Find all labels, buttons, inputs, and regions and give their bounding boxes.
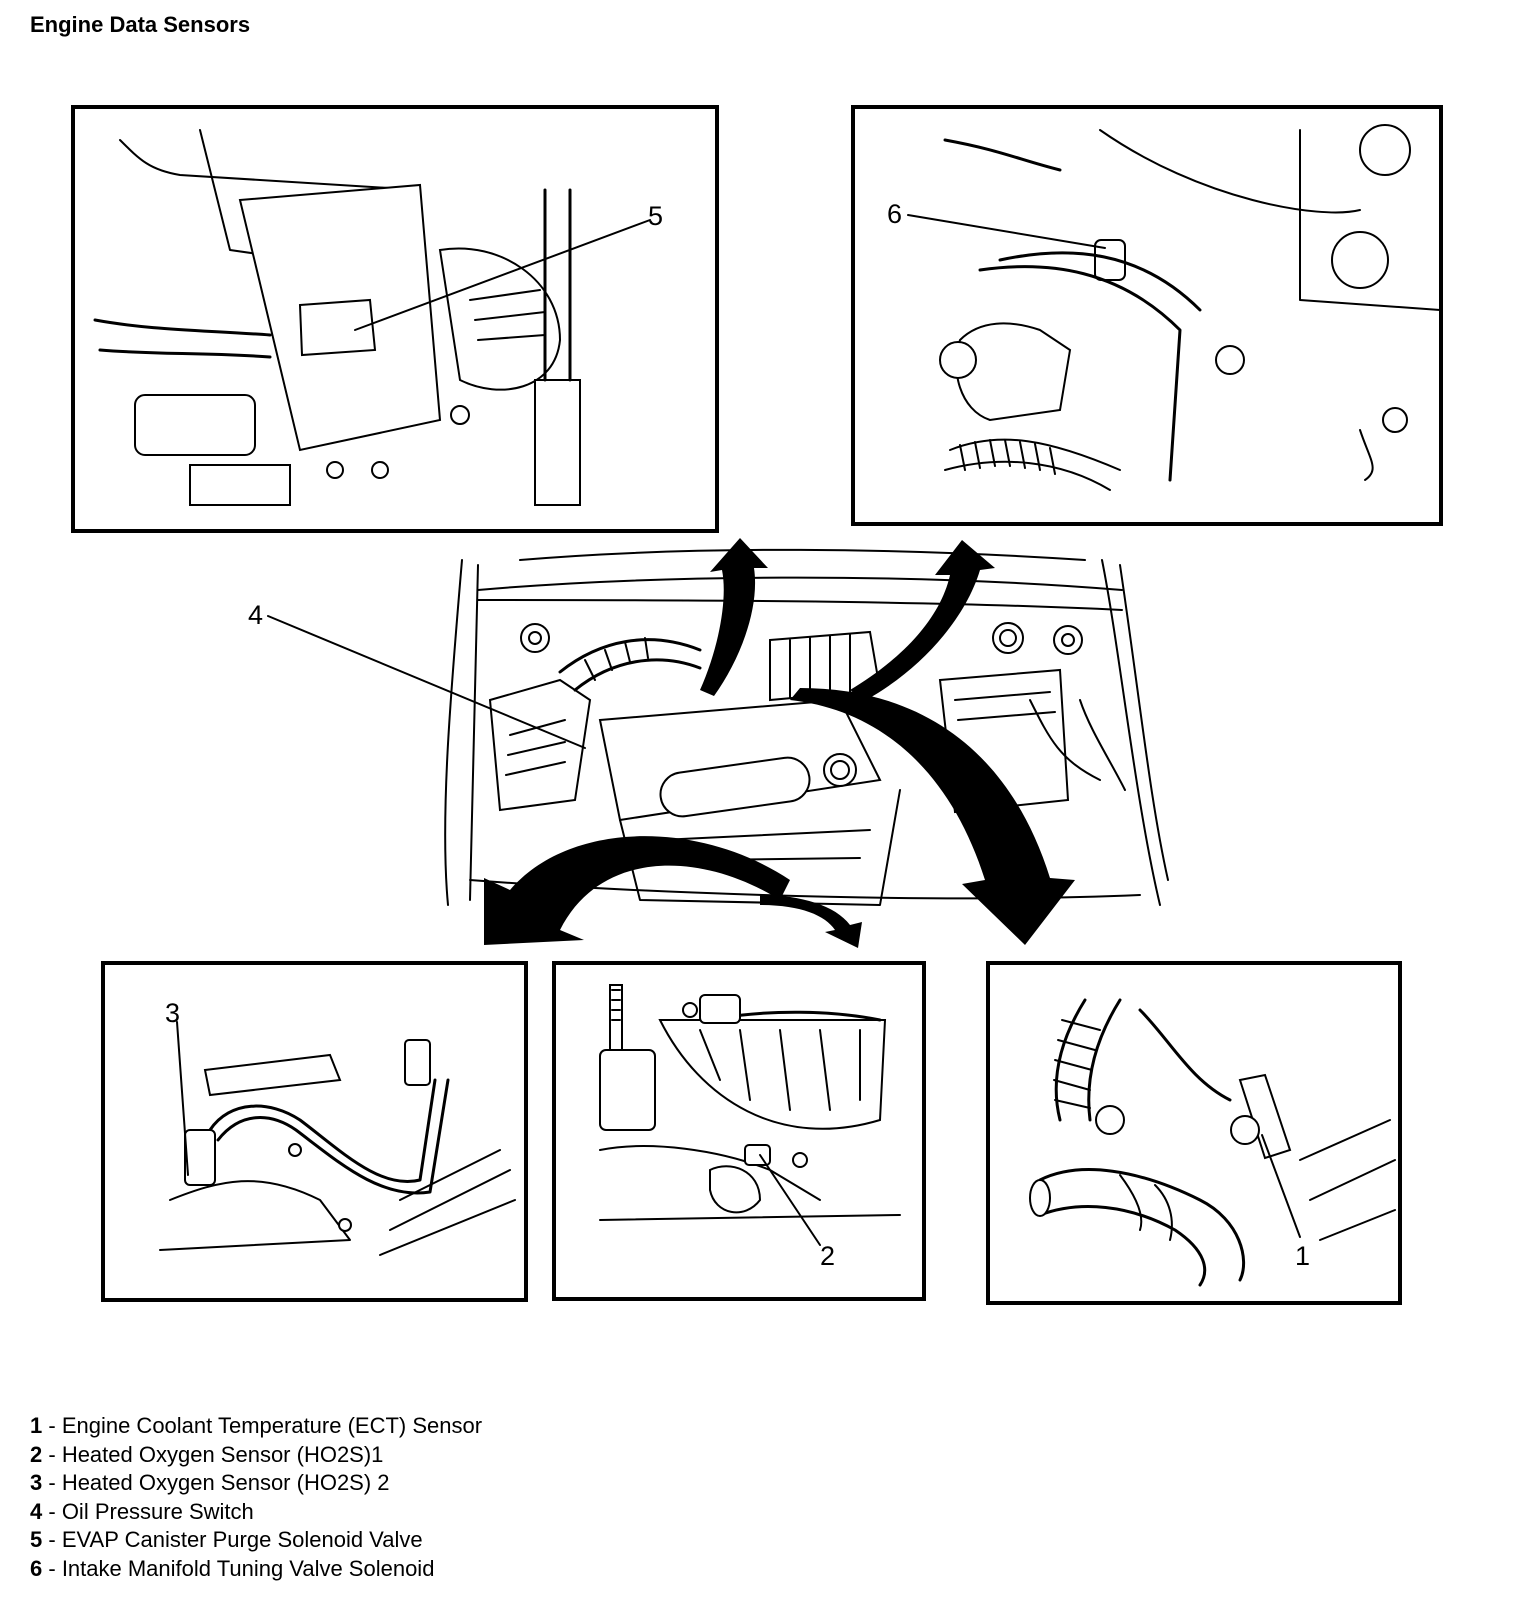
callout-5: 5: [648, 201, 663, 231]
arrow-to-panel-3: [484, 836, 790, 945]
callout-2: 2: [820, 1241, 835, 1271]
panel-2-illustration: [599, 984, 901, 1221]
callout-4: 4: [248, 600, 263, 630]
panel-6-illustration: [939, 124, 1441, 491]
legend-item: 1 - Engine Coolant Temperature (ECT) Sen…: [30, 1413, 483, 1438]
detail-panel-6: 6: [851, 105, 1443, 526]
legend-item: 6 - Intake Manifold Tuning Valve Solenoi…: [30, 1555, 435, 1581]
detail-panel-5: 5: [71, 105, 719, 533]
callout-6: 6: [887, 199, 902, 229]
legend-item: 2 - Heated Oxygen Sensor (HO2S)1: [30, 1441, 384, 1467]
arrow-to-panel-2: [760, 895, 862, 948]
engine-bay-illustration: [444, 548, 1169, 906]
detail-panel-1: 1: [986, 961, 1402, 1305]
page-title: Engine Data Sensors: [30, 12, 251, 37]
legend-item: 4 - Oil Pressure Switch: [30, 1498, 254, 1524]
legend-item: 5 - EVAP Canister Purge Solenoid Valve: [30, 1527, 423, 1552]
panel-1-illustration: [1029, 998, 1396, 1287]
legend-number: 3: [30, 1470, 43, 1495]
callout-group-4: 4: [248, 600, 586, 749]
detail-panel-2: 2: [552, 961, 926, 1301]
legend-text: Heated Oxygen Sensor (HO2S)1: [61, 1441, 384, 1467]
legend-number: 2: [30, 1441, 43, 1467]
direction-arrows: [484, 538, 1075, 948]
detail-panel-3: 3: [101, 961, 528, 1302]
legend-number: 1: [30, 1413, 43, 1438]
legend-text: Engine Coolant Temperature (ECT) Sensor: [61, 1413, 483, 1438]
legend-number: 6: [30, 1555, 43, 1581]
legend-list: 1 - Engine Coolant Temperature (ECT) Sen…: [30, 1412, 482, 1583]
panel-5-illustration: [93, 129, 581, 506]
legend-text: Intake Manifold Tuning Valve Solenoid: [61, 1555, 435, 1581]
arrow-to-panel-6: [850, 540, 995, 700]
legend-text: Heated Oxygen Sensor (HO2S) 2: [61, 1470, 390, 1495]
callout-1: 1: [1295, 1241, 1310, 1271]
panel-3-illustration: [159, 1039, 516, 1256]
callout-3: 3: [165, 998, 180, 1028]
legend-text: EVAP Canister Purge Solenoid Valve: [61, 1527, 423, 1552]
arrow-to-panel-5: [700, 538, 768, 696]
legend-text: Oil Pressure Switch: [61, 1498, 254, 1524]
legend-number: 4: [30, 1498, 43, 1524]
legend-item: 3 - Heated Oxygen Sensor (HO2S) 2: [30, 1470, 390, 1495]
legend-number: 5: [30, 1527, 43, 1552]
arrow-to-panel-1: [790, 688, 1075, 945]
